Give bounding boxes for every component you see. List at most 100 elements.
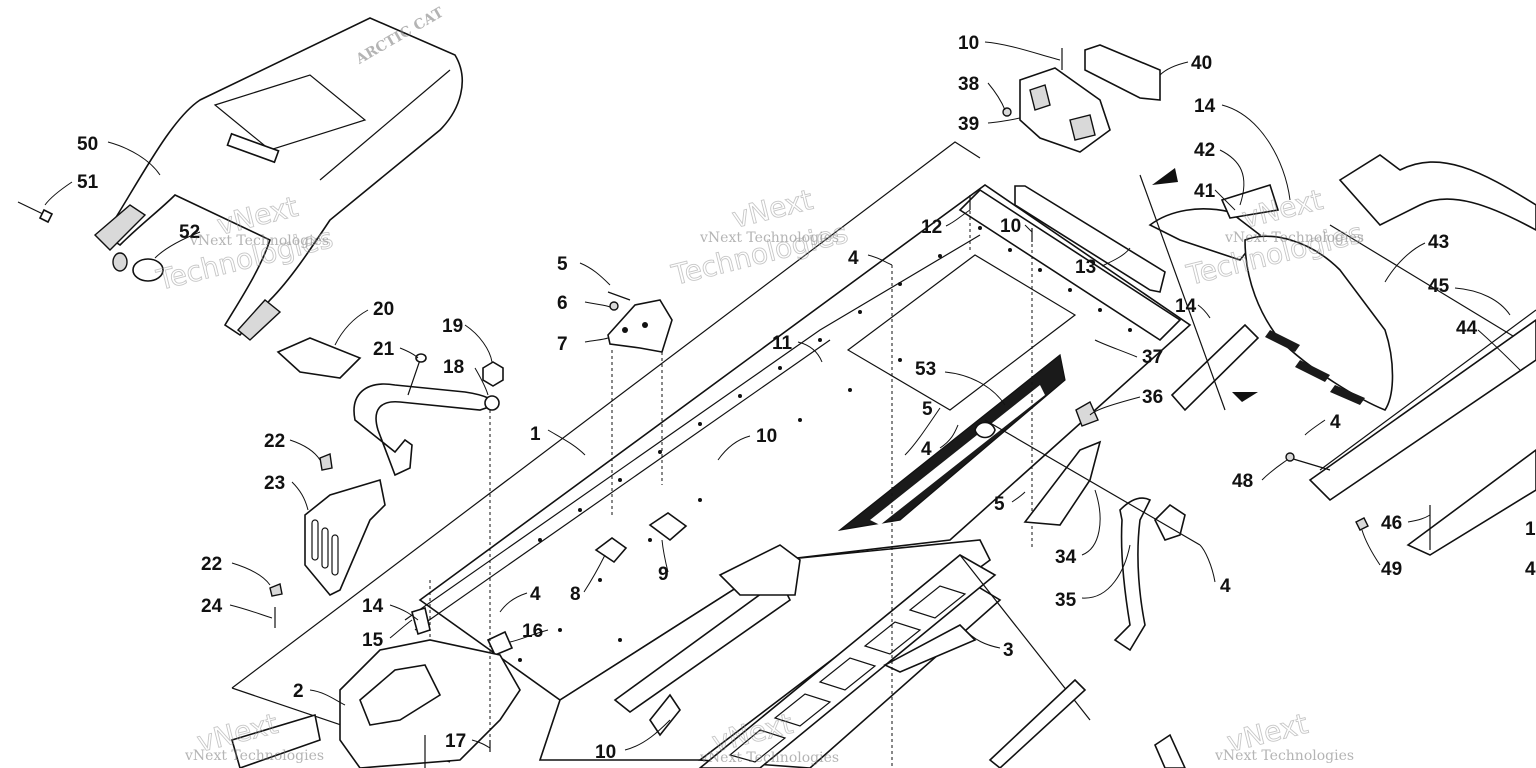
callout-10-a: 10 [958,33,979,54]
bracket-40 [1084,44,1161,101]
bracket-23 [304,478,386,596]
callout-14-c: 14 [362,596,384,617]
callout-22-b: 22 [201,554,222,575]
bracket-39 [1019,67,1111,153]
callout-8: 8 [570,584,581,605]
callout-40: 40 [1191,53,1212,74]
callout-51: 51 [77,172,99,193]
callout-22-a: 22 [264,431,285,452]
clip-36 [1075,401,1099,427]
callout-35: 35 [1055,590,1077,611]
callout-9: 9 [658,564,669,585]
screw-51 [17,201,54,224]
plate-8 [594,537,628,564]
watermarks: vNext Technologies Technologies vNext vN… [152,183,1366,766]
callout-4-d: 4 [1330,412,1341,433]
bracket-16 [486,630,514,657]
callout-41: 41 [1194,181,1216,202]
nut-19 [482,361,504,387]
callout-17: 17 [445,731,466,752]
bolt-21 [407,353,427,396]
callout-4-e: 4 [530,584,541,605]
watermark-text: vNext Technologies [189,233,329,249]
callout-6: 6 [557,293,568,314]
callout-46: 46 [1381,513,1402,534]
callout-18: 18 [443,357,464,378]
callout-numbers: 1 2 3 4 4 4 4 4 4 5 5 5 6 7 8 9 10 10 10… [77,33,1536,763]
snowflap-41 [1148,183,1280,261]
bar-lower [613,578,792,713]
callout-49: 49 [1381,559,1402,580]
callout-19: 19 [442,316,463,337]
corner-bracket-right [1153,733,1186,768]
callout-52: 52 [179,222,200,243]
rail-14 [1170,323,1260,412]
corner-bracket-left [231,713,321,768]
callout-21: 21 [373,339,395,360]
step-bracket [718,544,801,596]
callout-20: 20 [373,299,394,320]
pad-20 [276,337,362,379]
callout-11: 11 [772,333,793,354]
callout-10-d: 10 [595,742,616,763]
watermark-text: vNext Technologies [1214,748,1354,764]
callout-10-c: 10 [756,426,777,447]
callout-13: 13 [1075,257,1096,278]
callout-50: 50 [77,134,98,155]
callout-4-c: 4 [1220,576,1231,597]
callout-15: 15 [362,630,384,651]
cap-53 [974,421,996,439]
callout-3: 3 [1003,640,1014,661]
callout-44: 44 [1456,318,1478,339]
running-board [698,554,997,768]
callout-10-e: 10 [1525,519,1536,540]
rear-bumper-45 [1244,154,1536,556]
callout-12: 12 [921,217,942,238]
panel-34 [1023,440,1102,526]
callout-4-f: 4 [1525,559,1536,580]
callout-16: 16 [522,621,543,642]
callout-36: 36 [1142,387,1163,408]
callout-23: 23 [264,473,285,494]
mount-2 [339,639,521,768]
callout-14-a: 14 [1194,96,1216,117]
callout-5-b: 5 [922,399,933,420]
rivet-row [518,226,1132,662]
handle-bracket-18 [353,383,500,477]
callout-42: 42 [1194,140,1215,161]
nut-49 [1355,517,1369,531]
callout-5-a: 5 [557,254,568,275]
clip-22-bottom [269,583,283,597]
callout-10-b: 10 [1000,216,1021,237]
callout-43: 43 [1428,232,1449,253]
watermark-text: vNext Technologies [184,748,324,764]
seat-assembly: ARCTIC CAT [93,4,463,341]
tunnel-decal [837,353,1066,531]
leader-lines [44,41,1521,751]
callout-2: 2 [293,681,304,702]
strap-35 [1113,497,1186,652]
watermark-text: vNext Technologies [699,750,839,766]
nut-52 [112,252,164,282]
rail-13 [1014,185,1166,293]
bracket-7 [607,291,673,353]
callout-4-b: 4 [921,439,932,460]
plate-9 [648,512,688,542]
callout-45: 45 [1428,276,1450,297]
callout-37: 37 [1142,347,1163,368]
clip-22-top [319,453,333,471]
callout-4-a: 4 [848,248,859,269]
callout-7: 7 [557,334,568,355]
callout-48: 48 [1232,471,1253,492]
callout-5-c: 5 [994,494,1005,515]
watermark-text: vNext Technologies [1224,230,1364,246]
callout-53: 53 [915,359,936,380]
callout-39: 39 [958,114,979,135]
callout-1: 1 [530,424,541,445]
callout-38: 38 [958,74,979,95]
watermark-text: vNext Technologies [699,230,839,246]
callout-14-b: 14 [1175,296,1197,317]
bracket-10-lower [649,693,681,737]
callout-24: 24 [201,596,223,617]
